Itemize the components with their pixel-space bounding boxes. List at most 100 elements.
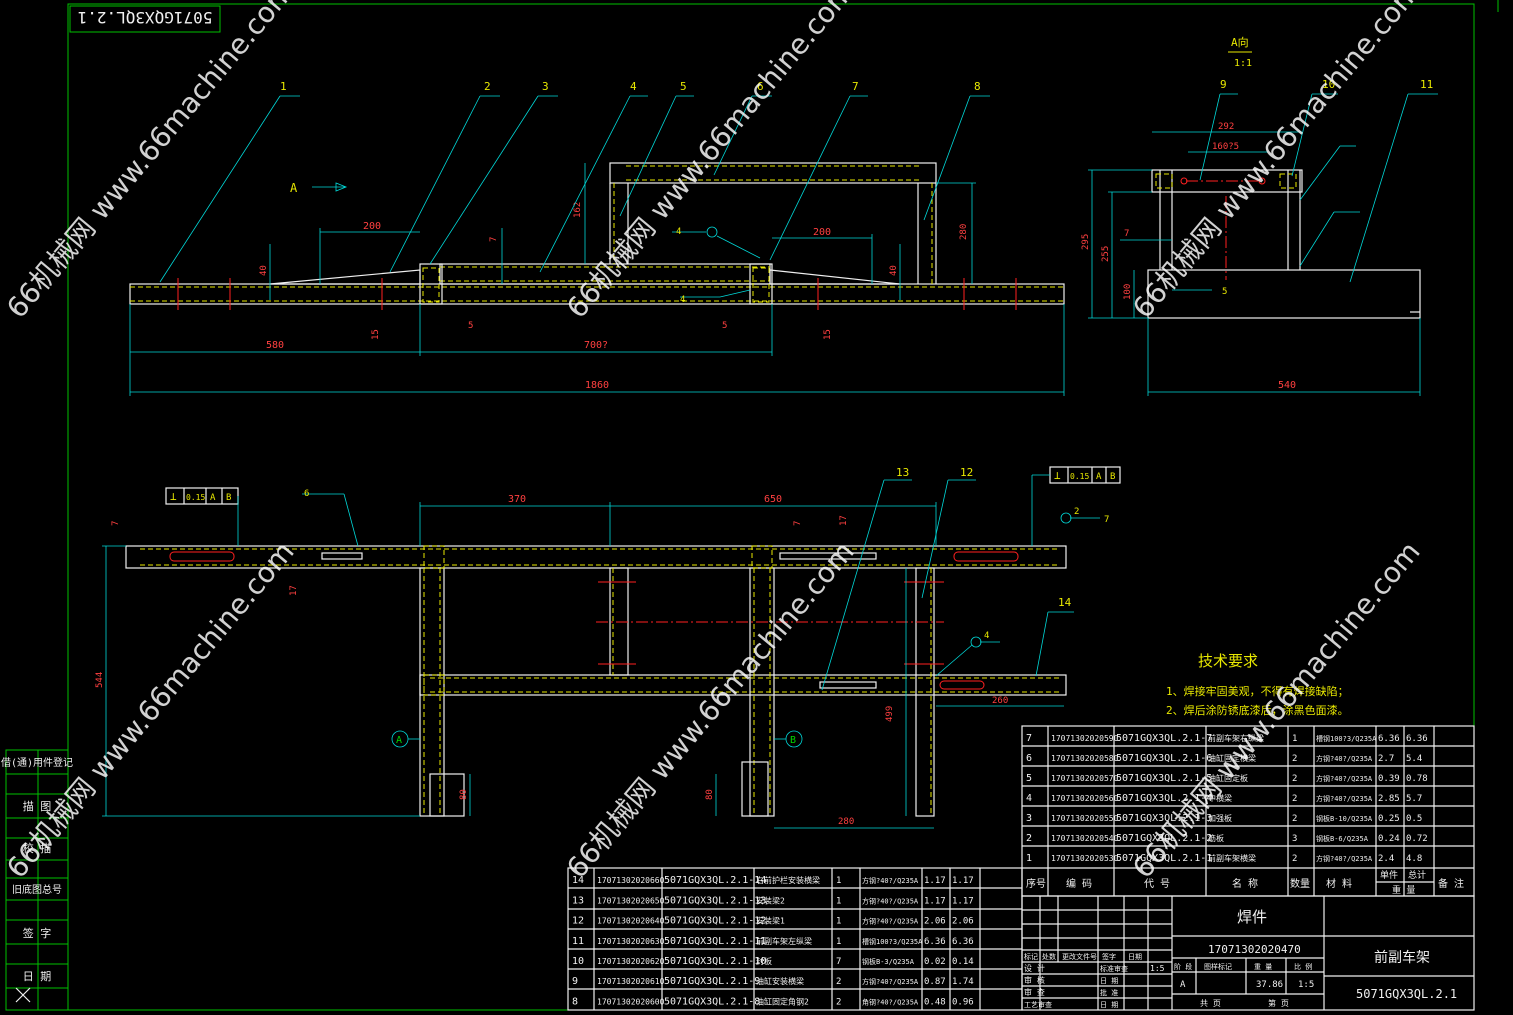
title-std-label: 日 期 (1100, 1001, 1118, 1009)
tolerance-value: 0.15 (1070, 472, 1089, 481)
watermark-text: 66机械网 www.66machine.com (560, 0, 861, 324)
bom-cell-material: 槽钢100?3/Q235A (1316, 734, 1377, 743)
bom-cell-total: 5.7 (1406, 794, 1422, 804)
bom-cell-material: 方钢?40?/Q235A (862, 977, 919, 986)
dimension-text: 80 (459, 789, 469, 800)
dimension-text: 200 (363, 221, 381, 232)
sidebar-label: 日 期 (23, 970, 52, 983)
bom-cell-total: 1.17 (952, 896, 974, 906)
bom-cell-unit: 2.06 (924, 917, 946, 927)
title-col-label: 重 量 (1254, 963, 1272, 971)
dimension-text: 200 (813, 227, 831, 238)
bom-cell-unit: 2.85 (1378, 794, 1400, 804)
dimension-text: 7 (489, 237, 499, 242)
tech-requirement-item: 2、焊后涂防锈底漆后，涂黑色面漆。 (1166, 703, 1349, 717)
tolerance-frame-left: ⊥ 0.15 A B (165, 487, 239, 546)
bom-header-cell: 代 号 (1144, 878, 1170, 890)
sidebar-label: 旧底图总号 (12, 883, 62, 896)
title-stage: A (1180, 980, 1186, 990)
dimension-text: 580 (266, 340, 284, 351)
side-top-tube (1151, 169, 1303, 193)
bom-cell-code: 17071302020550 (1051, 814, 1119, 823)
bom-cell-drawing: 5071GQX3QL.2.1-6 (1116, 753, 1212, 764)
bom-cell-total: 5.4 (1406, 754, 1422, 764)
title-scale-value: 1:5 (1150, 964, 1165, 973)
dimension-text: 17 (839, 515, 849, 526)
side-view: A向 1:1 292 160?5 295 255 100 7 54 (1081, 35, 1438, 396)
side-base-beam (1147, 269, 1421, 319)
title-row-label: 日期 (1128, 953, 1142, 961)
bom-cell-qty: 3 (1292, 834, 1297, 844)
callout-number: 4 (630, 80, 637, 93)
bom-cell-name: 前副车架横梁 (1208, 853, 1256, 863)
callout-number: 6 (757, 80, 764, 93)
bom-cell-no: 14 (572, 875, 584, 886)
bom-header-cell: 备 注 (1438, 877, 1464, 890)
view-direction-arrow (312, 182, 348, 192)
bom-cell-name: 安装梁1 (756, 916, 785, 926)
watermark-text: 66机械网 www.66machine.com (0, 535, 301, 884)
bom-cell-name: 前副车架左纵梁 (756, 936, 812, 946)
bom-cell-unit: 1.17 (924, 876, 946, 886)
bom-cell-no: 9 (572, 976, 578, 987)
bom-cell-qty: 7 (836, 957, 841, 967)
bom-cell-qty: 1 (836, 896, 841, 906)
dimension-text: 295 (1081, 234, 1091, 250)
bom-cell-no: 6 (1026, 753, 1032, 764)
bom-cell-drawing: 5071GQX3QL.2.1-5 (1116, 773, 1212, 784)
callout-number: 9 (1220, 78, 1227, 91)
dimension-text: 700? (584, 340, 608, 351)
bom-cell-drawing: 5071GQX3QL.2.1-4 (1116, 793, 1212, 804)
title-role-label: 审 核 (1024, 975, 1045, 985)
bom-cell-code: 17071302020530 (1051, 854, 1119, 863)
bom-cell-no: 10 (572, 956, 584, 967)
bom-cell-no: 8 (572, 996, 578, 1007)
datum-letter: B (790, 735, 796, 746)
bom-cell-code: 17071302020540 (1051, 834, 1119, 843)
bom-cell-total: 0.14 (952, 957, 974, 967)
tech-requirement-item: 1、焊接牢固美观，不得有焊接缺陷； (1166, 684, 1349, 698)
bom-cell-drawing: 5071GQX3QL.2.1-3 (1116, 813, 1212, 824)
callout-number: 12 (960, 466, 973, 479)
bom-cell-unit: 0.39 (1378, 774, 1400, 784)
bom-cell-name: 油缸固定角钢2 (756, 996, 809, 1006)
bom-cell-unit: 0.24 (1378, 834, 1400, 844)
bom-header-cell: 序号 (1026, 877, 1046, 890)
weld-symbols-top: 4 4 (672, 226, 761, 305)
dimension-text: 499 (885, 706, 895, 722)
title-weight: 37.86 (1256, 980, 1283, 990)
post-left (419, 263, 443, 305)
gusset-left (269, 269, 421, 285)
title-row-label: 更改文件号 (1062, 952, 1097, 961)
left-sidebar: 借(通)用件登记 描 图 校 描 旧底图总号 签 字 日 期 (1, 749, 73, 1011)
dimension-text: 7 (1124, 229, 1129, 239)
bom-cell-material: 方钢?40?/Q235A (862, 896, 919, 905)
title-col-label: 阶 段 (1174, 962, 1192, 971)
bom-cell-total: 1.17 (952, 876, 974, 886)
title-col-label: 图样标记 (1204, 962, 1232, 971)
callout-number: 8 (974, 80, 981, 93)
watermark-text: 66机械网 www.66machine.com (0, 0, 301, 324)
tolerance-datum: A (210, 493, 216, 503)
callout-number: 10 (1322, 78, 1335, 91)
dimension-text: 280 (959, 224, 969, 240)
weld-size: 2 (1074, 507, 1079, 517)
bom-cell-name: 前副车架右纵梁 (1208, 733, 1264, 743)
weld-size: 4 (984, 631, 989, 641)
bom-cell-unit: 0.48 (924, 997, 946, 1007)
bom-cell-total: 6.36 (952, 937, 974, 947)
bom-cell-no: 12 (572, 916, 584, 927)
bom-cell-qty: 2 (1292, 794, 1297, 804)
bom-cell-drawing: 5071GQX3QL.2.1-1 (1116, 853, 1212, 864)
sidebar-label: 签 字 (23, 926, 52, 940)
bom-cell-name: 加强板 (1208, 813, 1232, 823)
bom-cell-code: 17071302020650 (597, 896, 665, 905)
bom-cell-qty: 1 (836, 917, 841, 927)
bom-cell-no: 13 (572, 895, 584, 906)
bom-cell-total: 6.36 (1406, 734, 1428, 744)
dimension-text: 260 (992, 696, 1008, 706)
sidebar-label: 借(通)用件登记 (1, 756, 73, 769)
title-scale: 1:5 (1298, 980, 1314, 990)
tech-requirements-title: 技术要求 (1198, 652, 1258, 670)
